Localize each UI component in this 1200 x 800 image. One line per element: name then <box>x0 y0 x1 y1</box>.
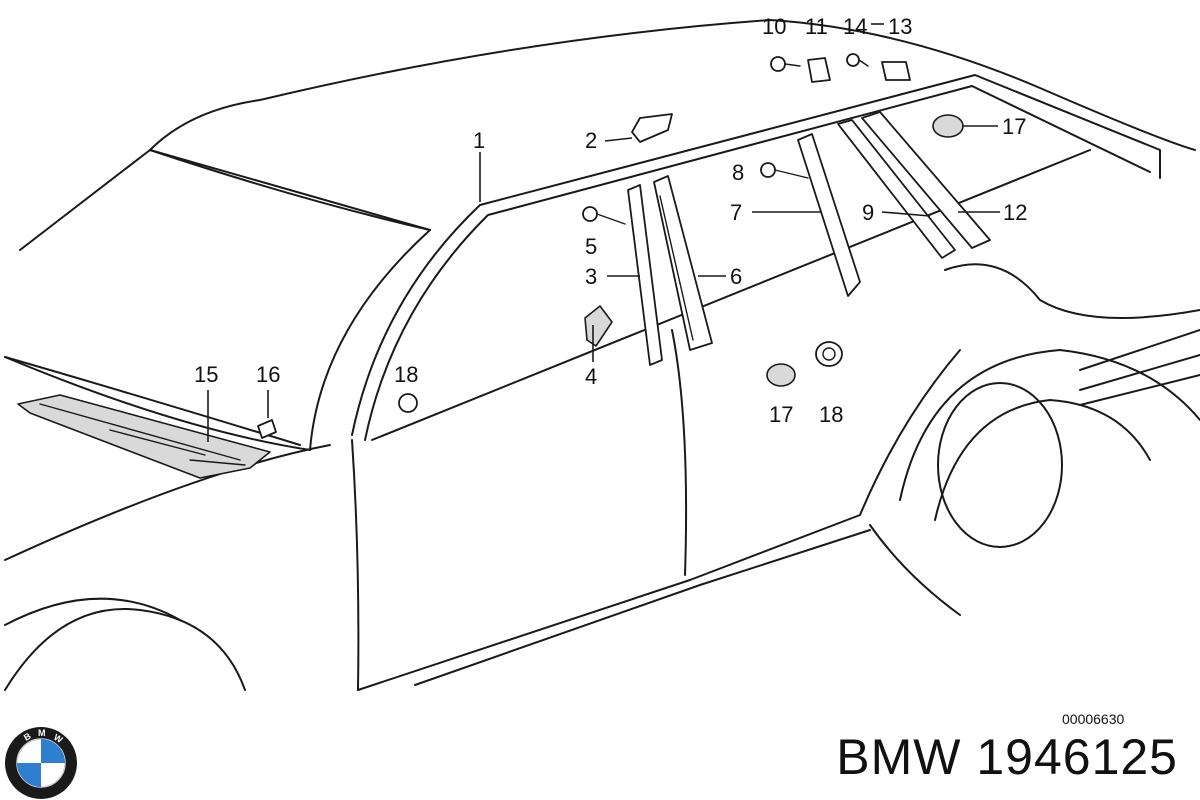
svg-text:M: M <box>38 728 46 738</box>
screw-14-part <box>846 53 860 67</box>
callout-8: 8 <box>732 160 744 185</box>
clip-13-part <box>881 61 911 81</box>
screw-10-part <box>770 56 786 72</box>
car-outline <box>4 19 1200 691</box>
leader-lines <box>207 23 1000 442</box>
callout-17-upper: 17 <box>1002 114 1026 139</box>
callout-1: 1 <box>473 128 485 153</box>
b-pillar-trim-front-part <box>627 184 663 366</box>
cowl-panel-part <box>17 394 271 479</box>
parts <box>17 53 991 479</box>
callout-18-right: 18 <box>819 402 843 427</box>
bracket-part <box>584 305 613 347</box>
diagram-code: 00006630 <box>1062 711 1125 727</box>
plug-17-lower-part <box>766 363 796 387</box>
grommet-18-right-part <box>815 341 843 367</box>
c-pillar-trim-part <box>797 133 861 297</box>
callout-12: 12 <box>1003 200 1027 225</box>
callout-6: 6 <box>730 264 742 289</box>
callout-4: 4 <box>585 364 597 389</box>
grommet-18-left-part <box>398 393 418 413</box>
screw-8-part <box>760 162 776 178</box>
svg-text:B: B <box>22 731 33 743</box>
callouts: 1 2 3 4 5 6 7 8 9 10 11 14 13 12 17 17 1… <box>194 14 1027 427</box>
callout-11: 11 <box>805 14 828 39</box>
callout-15: 15 <box>194 362 218 387</box>
callout-17-lower: 17 <box>769 402 793 427</box>
plug-17-upper-part <box>932 114 964 138</box>
callout-10: 10 <box>762 14 786 39</box>
callout-18-left: 18 <box>394 362 418 387</box>
callout-3: 3 <box>585 264 597 289</box>
callout-14: 14 <box>843 14 867 39</box>
callout-9: 9 <box>862 200 874 225</box>
callout-13: 13 <box>888 14 912 39</box>
bmw-roundel-icon: B M W <box>5 727 77 799</box>
callout-2: 2 <box>585 128 597 153</box>
part-number-title: BMW 1946125 <box>836 729 1178 785</box>
callout-16: 16 <box>256 362 280 387</box>
screw-5-part <box>582 206 598 222</box>
window-trim-12-part <box>861 111 991 249</box>
b-pillar-trim-rear-part <box>653 175 713 351</box>
clip-16-part <box>257 419 277 439</box>
callout-7: 7 <box>730 200 742 225</box>
callout-5: 5 <box>585 234 597 259</box>
roof-clip-part <box>631 113 673 143</box>
nut-11-part <box>807 57 831 83</box>
